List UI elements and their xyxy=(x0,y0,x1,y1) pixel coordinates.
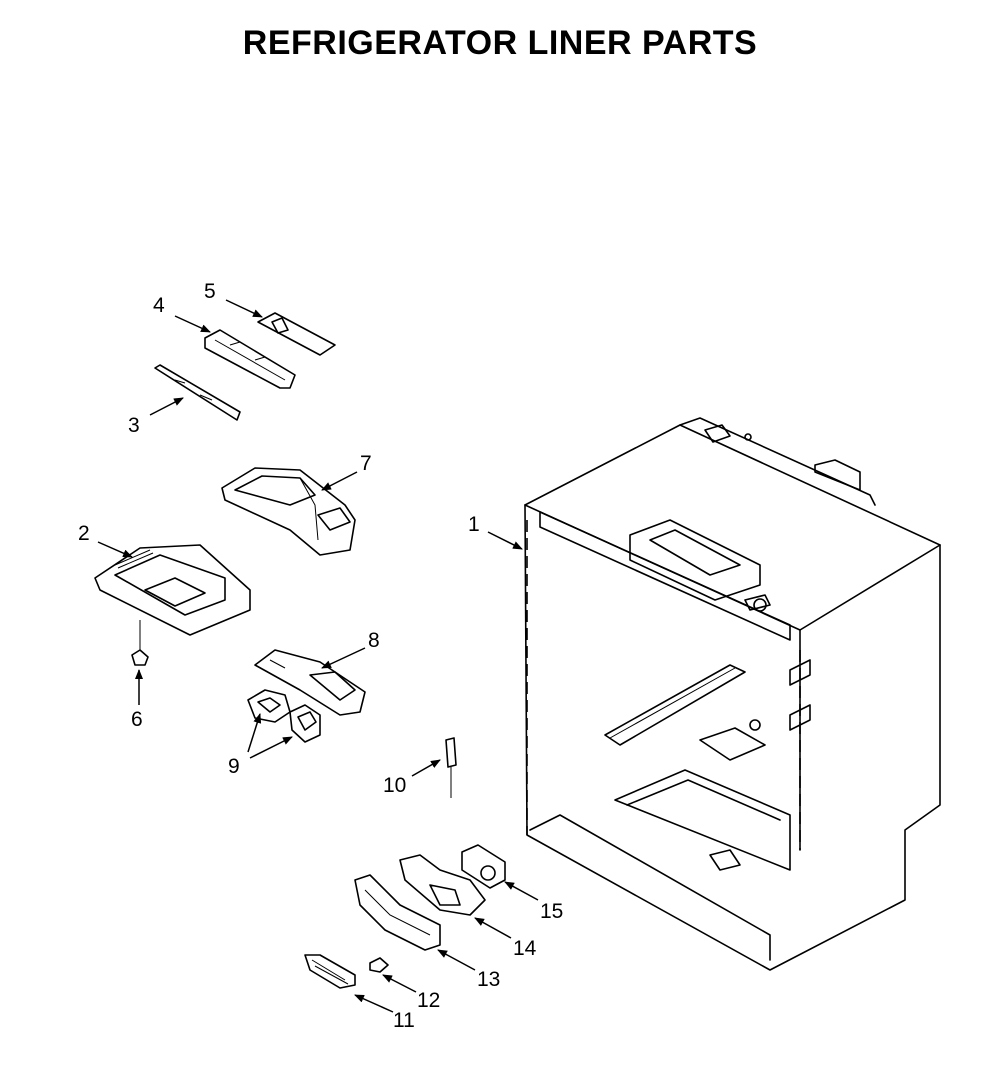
svg-text:5: 5 xyxy=(204,280,216,303)
motor-part-15 xyxy=(461,844,506,889)
svg-text:15: 15 xyxy=(540,900,563,923)
callout-4: 4 xyxy=(153,294,211,333)
callout-8: 8 xyxy=(321,629,380,669)
grille-part-11 xyxy=(304,954,356,989)
svg-text:2: 2 xyxy=(78,522,90,545)
svg-text:4: 4 xyxy=(153,294,165,317)
svg-text:12: 12 xyxy=(417,989,440,1012)
callout-13: 13 xyxy=(437,949,500,991)
svg-text:7: 7 xyxy=(360,452,372,475)
callout-11: 11 xyxy=(354,994,415,1032)
svg-text:9: 9 xyxy=(228,755,240,778)
plate-part-5 xyxy=(257,312,336,356)
sensor-part-10 xyxy=(445,737,457,798)
svg-text:6: 6 xyxy=(131,708,143,731)
screw-part-12 xyxy=(369,957,389,973)
callout-10: 10 xyxy=(383,759,441,797)
svg-text:8: 8 xyxy=(368,629,380,652)
callout-3: 3 xyxy=(128,397,184,437)
page-title: REFRIGERATOR LINER PARTS xyxy=(242,24,758,62)
cover-part-7 xyxy=(221,467,356,556)
svg-text:10: 10 xyxy=(383,774,406,797)
svg-text:13: 13 xyxy=(477,968,500,991)
callout-14: 14 xyxy=(474,917,537,960)
strip-part-3 xyxy=(154,364,241,421)
svg-text:1: 1 xyxy=(468,513,480,536)
svg-text:14: 14 xyxy=(513,937,537,960)
callout-6: 6 xyxy=(131,669,143,731)
callout-1: 1 xyxy=(468,513,523,550)
callout-5: 5 xyxy=(204,280,263,318)
callout-9: 9 xyxy=(228,713,293,778)
housing-part-8 xyxy=(254,649,366,716)
callout-2: 2 xyxy=(78,522,133,558)
bracket-part-4 xyxy=(204,329,296,389)
panel-part-2 xyxy=(94,544,251,636)
svg-text:11: 11 xyxy=(393,1009,415,1032)
liner-cabinet-part xyxy=(524,417,941,971)
svg-text:3: 3 xyxy=(128,414,140,437)
callout-15: 15 xyxy=(504,881,563,923)
curved-cover-part-13 xyxy=(354,874,441,951)
callout-12: 12 xyxy=(382,974,440,1012)
clip-part-6 xyxy=(131,620,149,666)
duct-part-14 xyxy=(399,854,486,916)
callout-7: 7 xyxy=(321,452,372,491)
